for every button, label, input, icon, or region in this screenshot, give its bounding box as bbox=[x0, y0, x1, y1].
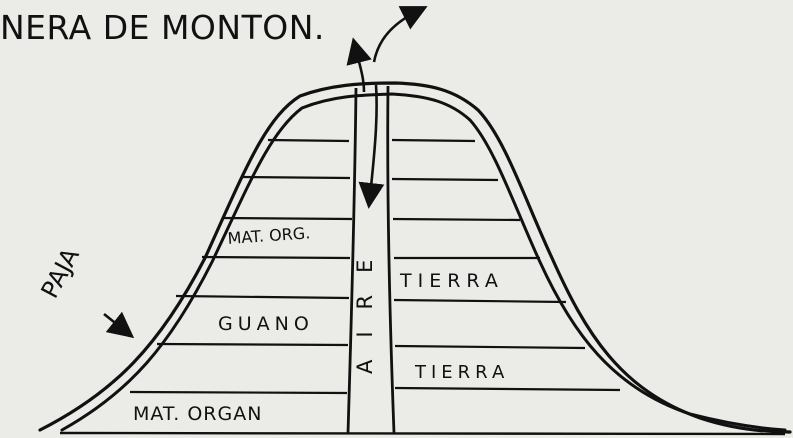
label-paja: PAJA bbox=[36, 243, 86, 303]
right-layer-lines bbox=[391, 138, 621, 392]
label-aire: AIRE bbox=[353, 238, 377, 374]
heap-inner-outline bbox=[60, 92, 787, 432]
label-tierra-bottom: TIERRA bbox=[414, 362, 509, 383]
air-channel-right-wall bbox=[386, 85, 396, 434]
left-layer-lines bbox=[129, 138, 353, 395]
label-mat-organ-bottom: MAT. ORGAN bbox=[133, 403, 262, 425]
ground-line bbox=[59, 431, 786, 436]
straw-arrow bbox=[103, 311, 135, 339]
label-tierra-top: TIERRA bbox=[399, 270, 504, 292]
air-arrow-up-right bbox=[372, 6, 428, 63]
air-channel-left-wall bbox=[346, 87, 358, 434]
air-arrow-up-left bbox=[346, 37, 372, 93]
air-arrow-down bbox=[358, 84, 385, 209]
label-guano: GUANO bbox=[218, 313, 314, 335]
label-mat-org-top: MAT. ORG. bbox=[227, 223, 311, 248]
diagram-title: NERA DE MONTON. bbox=[0, 8, 325, 47]
heap-outer-outline bbox=[38, 81, 792, 434]
